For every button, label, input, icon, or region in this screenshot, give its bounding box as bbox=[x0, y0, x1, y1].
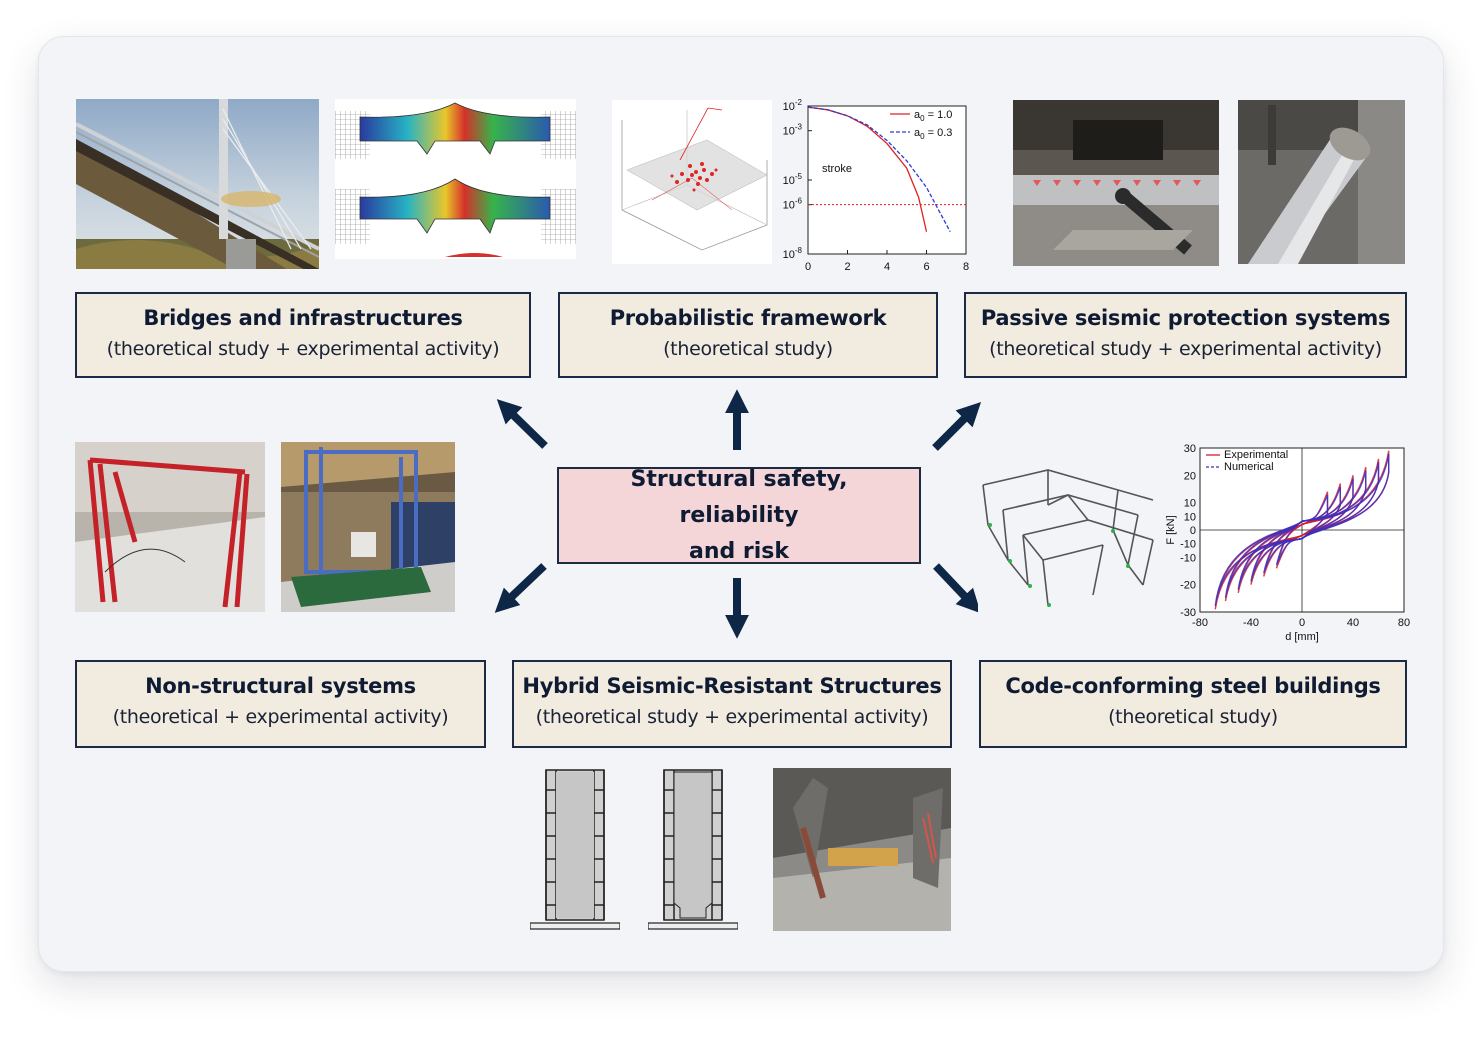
x-tick-label: 8 bbox=[963, 261, 969, 273]
hybrid-wall-drawing-2 bbox=[648, 768, 738, 932]
y-tick-label: -10 bbox=[1180, 539, 1196, 551]
series-line-1 bbox=[807, 106, 928, 232]
legend-entry: Numerical bbox=[1224, 461, 1274, 473]
steel-title: Code-conforming steel buildings bbox=[1005, 674, 1381, 698]
hybrid-title: Hybrid Seismic-Resistant Structures bbox=[522, 674, 942, 698]
damper-cylinder-photo bbox=[1238, 100, 1405, 264]
hysteresis-loop-2 bbox=[1214, 453, 1390, 607]
x-tick-label: 4 bbox=[884, 261, 890, 273]
x-tick-label: 0 bbox=[805, 261, 811, 273]
y-tick-label: 10-6 bbox=[783, 197, 803, 212]
hybrid-subtitle: (theoretical study + experimental activi… bbox=[535, 706, 929, 728]
y-tick-label: 10 bbox=[1184, 511, 1196, 523]
x-tick-label: 6 bbox=[923, 261, 929, 273]
steel-subtitle: (theoretical study) bbox=[1108, 706, 1278, 728]
annotation-stroke: stroke bbox=[822, 163, 852, 175]
probabilistic-box: Probabilistic framework (theoretical stu… bbox=[558, 292, 938, 378]
passive-box: Passive seismic protection systems (theo… bbox=[964, 292, 1407, 378]
blue-frame-specimen-photo bbox=[281, 442, 455, 612]
steel-box: Code-conforming steel buildings (theoret… bbox=[979, 660, 1407, 748]
y-tick-label: 20 bbox=[1184, 470, 1196, 482]
probabilistic-title: Probabilistic framework bbox=[609, 306, 887, 330]
legend-entry: Experimental bbox=[1224, 449, 1288, 461]
y-axis-label: F [kN] bbox=[1165, 515, 1177, 544]
y-tick-label: 30 bbox=[1184, 443, 1196, 455]
arrow-down-right bbox=[933, 563, 981, 614]
y-tick-label: 0 bbox=[1190, 525, 1196, 537]
center-line1: Structural safety, reliability bbox=[630, 466, 848, 528]
center-line2: and risk bbox=[688, 538, 790, 564]
red-frame-specimen-photo bbox=[75, 442, 265, 612]
y-tick-label: 10-2 bbox=[783, 98, 803, 113]
hybrid-box: Hybrid Seismic-Resistant Structures (the… bbox=[512, 660, 952, 748]
arrow-up-right bbox=[932, 401, 982, 451]
bridge-photo bbox=[76, 99, 319, 269]
y-tick-label: -20 bbox=[1180, 580, 1196, 592]
passive-subtitle: (theoretical study + experimental activi… bbox=[989, 338, 1382, 360]
center-topic-box: Structural safety, reliability and risk bbox=[557, 467, 921, 564]
x-tick-label: -40 bbox=[1243, 617, 1259, 629]
y-tick-label: 10-8 bbox=[783, 246, 803, 261]
arrow-down-left bbox=[494, 563, 547, 613]
probabilistic-subtitle: (theoretical study) bbox=[663, 338, 833, 360]
hybrid-specimen-photo bbox=[773, 768, 951, 931]
x-axis-label: d [mm] bbox=[1285, 631, 1319, 643]
bridges-subtitle: (theoretical study + experimental activi… bbox=[106, 338, 500, 360]
y-tick-label: 10 bbox=[1184, 498, 1196, 510]
steel-frame-3d-model bbox=[978, 465, 1158, 615]
x-tick-label: 2 bbox=[844, 261, 850, 273]
exceedance-log-chart: 0 2 4 6 8 10-2 10-3 10-5 10-6 10-8 stroke a0 = 1.0 a… bbox=[776, 96, 976, 278]
3d-scatter-plot bbox=[612, 100, 772, 264]
x-tick-label: 40 bbox=[1347, 617, 1359, 629]
passive-title: Passive seismic protection systems bbox=[980, 306, 1391, 330]
legend-entry: a0 = 0.3 bbox=[914, 127, 952, 141]
fem-contour-model bbox=[335, 99, 576, 259]
nonstructural-box: Non-structural systems (theoretical + ex… bbox=[75, 660, 486, 748]
series-line-2 bbox=[807, 106, 951, 233]
bridges-title: Bridges and infrastructures bbox=[143, 306, 463, 330]
y-tick-label: 10-3 bbox=[783, 123, 803, 138]
arrow-up-left bbox=[496, 399, 548, 449]
bridges-box: Bridges and infrastructures (theoretical… bbox=[75, 292, 531, 378]
legend-entry: a0 = 1.0 bbox=[914, 109, 952, 123]
nonstructural-subtitle: (theoretical + experimental activity) bbox=[112, 706, 449, 728]
y-tick-label: -30 bbox=[1180, 607, 1196, 619]
x-tick-label: 80 bbox=[1398, 617, 1410, 629]
y-tick-label: 10-5 bbox=[783, 172, 803, 187]
x-tick-label: 0 bbox=[1299, 617, 1305, 629]
nonstructural-title: Non-structural systems bbox=[145, 674, 416, 698]
y-tick-label: -10 bbox=[1180, 552, 1196, 564]
hybrid-wall-drawing-1 bbox=[530, 768, 620, 932]
x-tick-label: -80 bbox=[1192, 617, 1208, 629]
damper-test-rig-photo bbox=[1013, 100, 1219, 266]
